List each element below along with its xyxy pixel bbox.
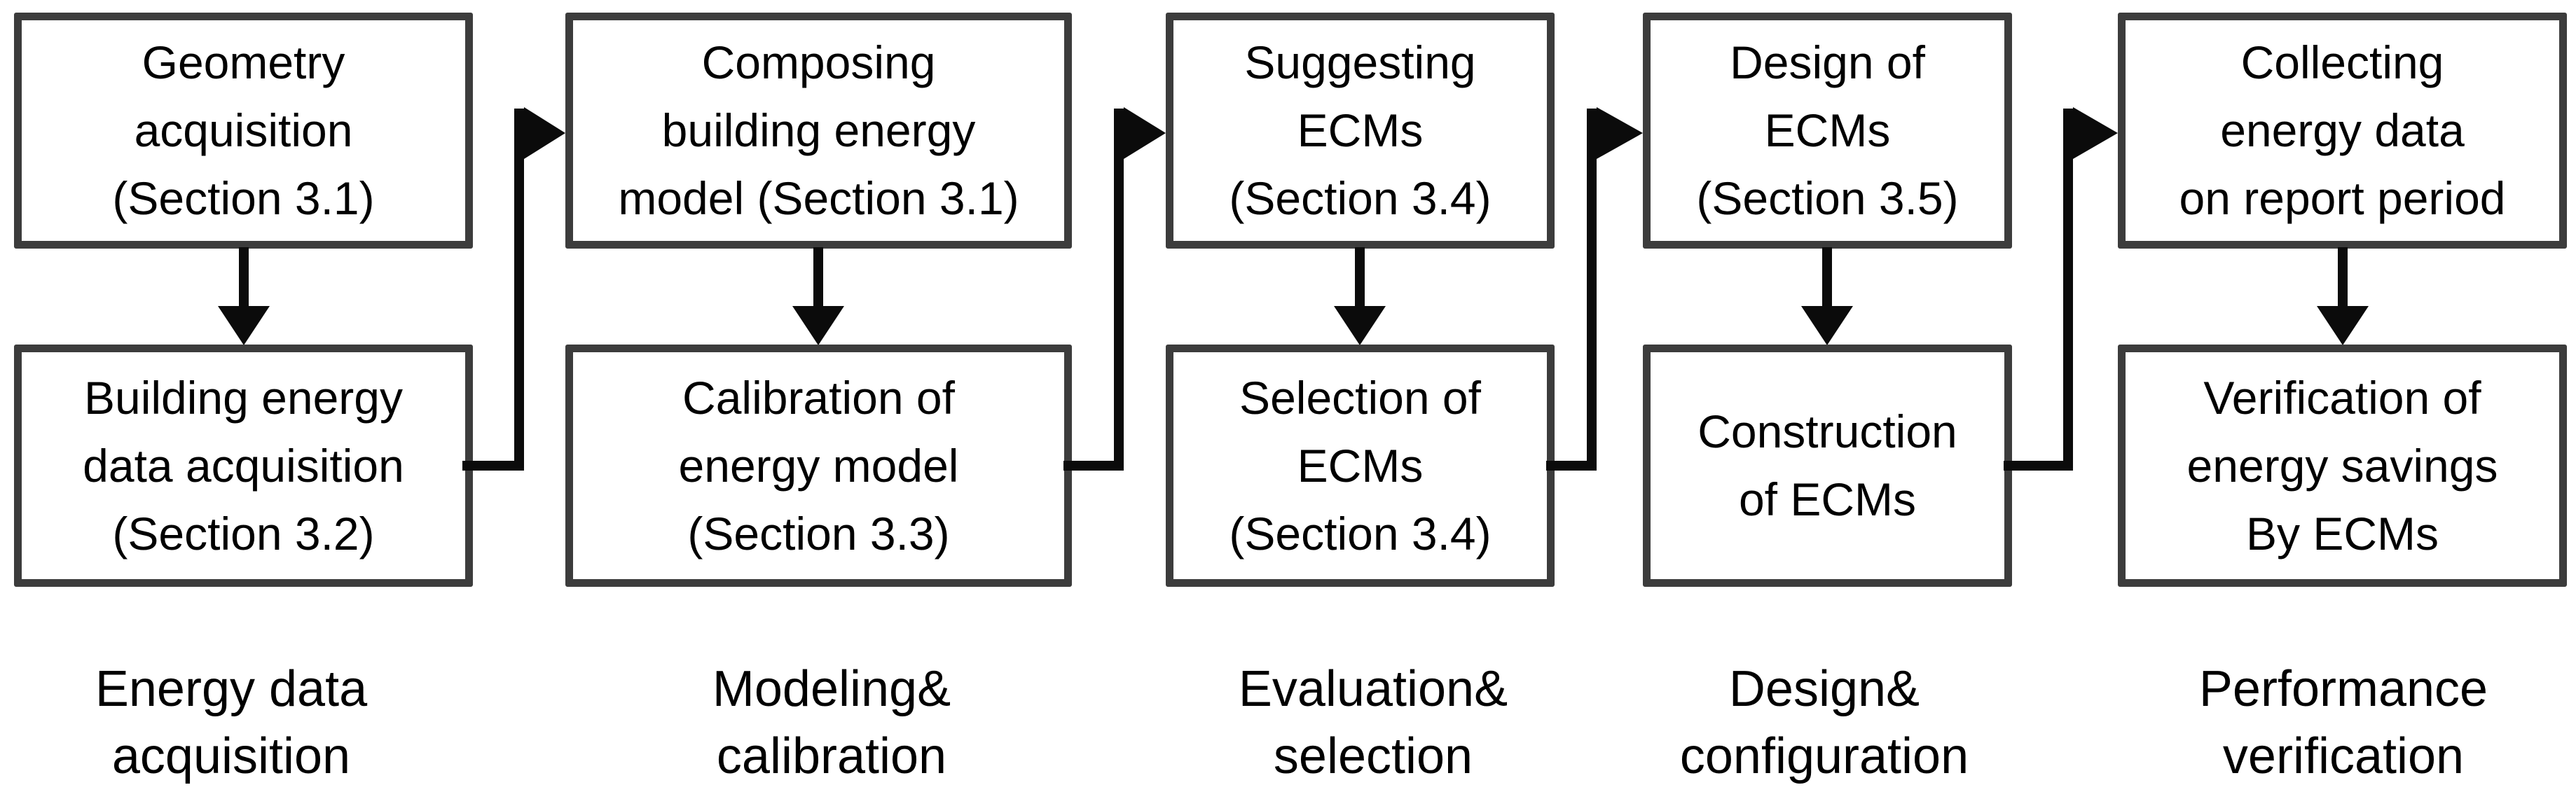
stage-label-line: Design& [1728, 661, 1920, 717]
box-text-line: (Section 3.3) [687, 507, 950, 560]
down-arrow-icon [1334, 306, 1386, 345]
box-text-line: Construction [1697, 405, 1957, 457]
selection-of-ecms-box: Selection of ECMs (Section 3.4) [1166, 345, 1555, 587]
box-text-line: Verification of [2203, 371, 2481, 424]
down-arrow-icon [2317, 306, 2369, 345]
box-text: Construction of ECMs [1651, 398, 2004, 534]
right-arrow-icon [2073, 107, 2118, 159]
box-text-line: (Section 3.4) [1229, 507, 1492, 560]
collecting-energy-data-box: Collecting energy data on report period [2118, 13, 2567, 249]
design-of-ecms-box: Design of ECMs (Section 3.5) [1643, 13, 2012, 249]
suggesting-ecms-box: Suggesting ECMs (Section 3.4) [1166, 13, 1555, 249]
elbow-connector-vertical [1587, 109, 1597, 471]
box-text-line: on report period [2179, 172, 2506, 224]
right-arrow-icon [524, 107, 565, 159]
down-arrow-icon [792, 306, 844, 345]
box-text: Collecting energy data on report period [2126, 29, 2559, 232]
box-text-line: Composing [701, 36, 936, 88]
box-text: Building energy data acquisition (Sectio… [22, 364, 465, 568]
stage-label-line: Modeling& [712, 661, 951, 717]
stage-label-line: Energy data [95, 661, 368, 717]
box-text: Geometry acquisition (Section 3.1) [22, 29, 465, 232]
box-text-line: ECMs [1297, 439, 1424, 492]
box-text-line: energy model [678, 439, 959, 492]
box-text-line: Geometry [142, 36, 345, 88]
box-text-line: (Section 3.4) [1229, 172, 1492, 224]
box-text-line: energy data [2220, 104, 2465, 156]
construction-of-ecms-box: Construction of ECMs [1643, 345, 2012, 587]
stage-label-energy-data-acquisition: Energy data acquisition [0, 655, 476, 790]
elbow-connector-horizontal [2004, 461, 2073, 471]
box-text: Calibration of energy model (Section 3.3… [573, 364, 1064, 568]
box-text-line: data acquisition [83, 439, 404, 492]
box-text-line: By ECMs [2245, 507, 2439, 560]
box-text-line: Suggesting [1244, 36, 1476, 88]
stage-label-line: Performance [2198, 661, 2488, 717]
down-arrow-shaft [2338, 247, 2348, 307]
box-text-line: of ECMs [1738, 473, 1917, 525]
down-arrow-shaft [1822, 247, 1832, 307]
box-text: Suggesting ECMs (Section 3.4) [1173, 29, 1547, 232]
box-text: Verification of energy savings By ECMs [2126, 364, 2559, 568]
stage-label-line: Evaluation& [1238, 661, 1508, 717]
stage-label-evaluation-selection: Evaluation& selection [1128, 655, 1618, 790]
box-text: Composing building energy model (Section… [573, 29, 1064, 232]
box-text-line: (Section 3.2) [112, 507, 375, 560]
calibration-of-energy-model-box: Calibration of energy model (Section 3.3… [565, 345, 1072, 587]
geometry-acquisition-box: Geometry acquisition (Section 3.1) [14, 13, 473, 249]
box-text: Selection of ECMs (Section 3.4) [1173, 364, 1547, 568]
elbow-connector-horizontal [462, 461, 524, 471]
stage-label-design-configuration: Design& configuration [1579, 655, 2069, 790]
box-text-line: Collecting [2240, 36, 2444, 88]
building-energy-data-acquisition-box: Building energy data acquisition (Sectio… [14, 345, 473, 587]
stage-label-line: calibration [716, 728, 947, 784]
box-text-line: ECMs [1297, 104, 1424, 156]
box-text-line: building energy [661, 104, 976, 156]
down-arrow-icon [218, 306, 270, 345]
elbow-connector-vertical [514, 109, 524, 471]
box-text: Design of ECMs (Section 3.5) [1651, 29, 2004, 232]
down-arrow-shaft [1355, 247, 1365, 307]
elbow-connector-horizontal [1063, 461, 1124, 471]
stage-label-modeling-calibration: Modeling& calibration [586, 655, 1077, 790]
box-text-line: Calibration of [682, 371, 955, 424]
elbow-connector-vertical [2063, 109, 2073, 471]
box-text-line: Building energy [84, 371, 403, 424]
stage-label-line: acquisition [111, 728, 351, 784]
down-arrow-shaft [813, 247, 823, 307]
box-text-line: model (Section 3.1) [618, 172, 1019, 224]
down-arrow-shaft [239, 247, 249, 307]
stage-label-line: selection [1273, 728, 1473, 784]
box-text-line: (Section 3.5) [1696, 172, 1959, 224]
box-text-line: energy savings [2186, 439, 2498, 492]
box-text-line: ECMs [1764, 104, 1891, 156]
stage-label-line: verification [2222, 728, 2465, 784]
elbow-connector-vertical [1114, 109, 1124, 471]
box-text-line: Design of [1730, 36, 1925, 88]
composing-energy-model-box: Composing building energy model (Section… [565, 13, 1072, 249]
stage-label-line: configuration [1679, 728, 1969, 784]
down-arrow-icon [1801, 306, 1853, 345]
right-arrow-icon [1597, 107, 1643, 159]
box-text-line: (Section 3.1) [112, 172, 375, 224]
box-text-line: Selection of [1239, 371, 1481, 424]
stage-label-performance-verification: Performance verification [2098, 655, 2576, 790]
right-arrow-icon [1124, 107, 1166, 159]
box-text-line: acquisition [134, 104, 353, 156]
elbow-connector-horizontal [1546, 461, 1597, 471]
verification-of-energy-savings-box: Verification of energy savings By ECMs [2118, 345, 2567, 587]
